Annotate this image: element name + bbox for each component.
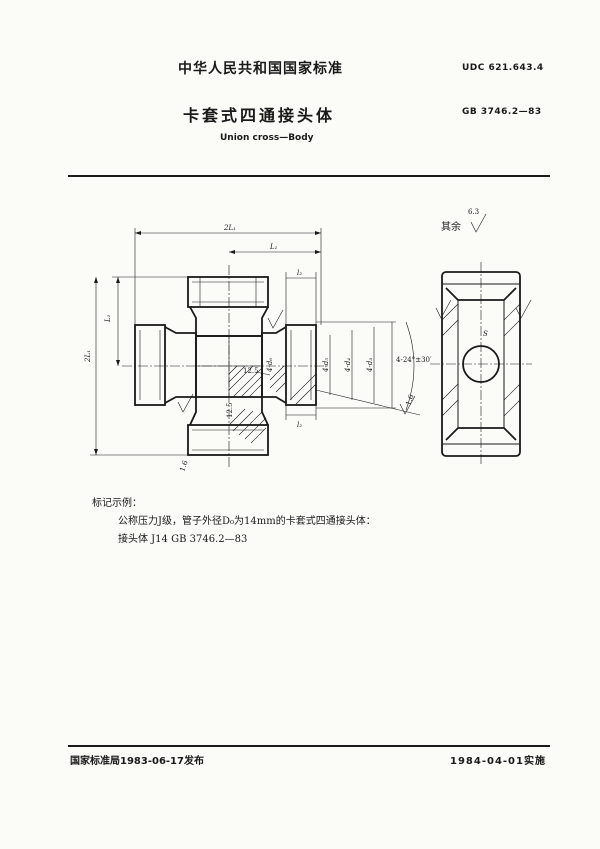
dim-l2-top: l₂	[297, 269, 302, 277]
dim-2l1-left: 2L₁	[84, 350, 92, 363]
english-title: Union cross—Body	[220, 133, 314, 143]
roughness-other-value: 6.3	[468, 208, 479, 216]
example-line-2: 接头体 J14 GB 3746.2—83	[118, 534, 248, 545]
issued-date: 国家标准局1983-06-17发布	[70, 756, 204, 767]
dim-l1-left: L₁	[104, 314, 112, 323]
dim-12-5-b: 12.5	[226, 402, 234, 418]
gb-code: GB 3746.2—83	[462, 107, 542, 117]
roughness-other-label: 其余	[441, 220, 461, 233]
example-line-1: 公称压力J级，管子外径D₀为14mm的卡套式四通接头体：	[118, 516, 376, 527]
dim-4d6: 4-d₆	[266, 358, 274, 373]
roughness-1-6-right: 1.6	[404, 393, 416, 407]
dim-4d4: 4-d₄	[344, 358, 352, 373]
footer-rule	[68, 745, 550, 747]
dim-2l1-top: 2L₁	[223, 224, 236, 232]
roughness-symbols	[177, 213, 532, 415]
udc-code: UDC 621.643.4	[462, 63, 544, 73]
example-heading: 标记示例：	[92, 498, 142, 509]
dim-angle: 4-24°±30′	[396, 356, 432, 364]
dim-s: S	[483, 330, 488, 338]
front-dimensions	[90, 228, 421, 456]
dim-12-5-a: 12.5	[243, 367, 259, 375]
header-rule	[68, 175, 550, 177]
front-view	[122, 265, 330, 468]
dim-4d3: 4-d₃	[366, 358, 374, 373]
effective-date: 1984-04-01实施	[450, 756, 546, 767]
standard-title: 中华人民共和国国家标准	[178, 61, 343, 77]
dim-l1-top: L₁	[269, 243, 278, 251]
dim-l2-bottom: l₂	[297, 421, 302, 429]
roughness-1-6-bottom: 1.6	[178, 459, 190, 473]
dim-4d5: 4-d₅	[322, 358, 330, 373]
document-title: 卡套式四通接头体	[183, 106, 336, 125]
side-view	[430, 262, 532, 466]
section-hatch	[228, 365, 317, 444]
